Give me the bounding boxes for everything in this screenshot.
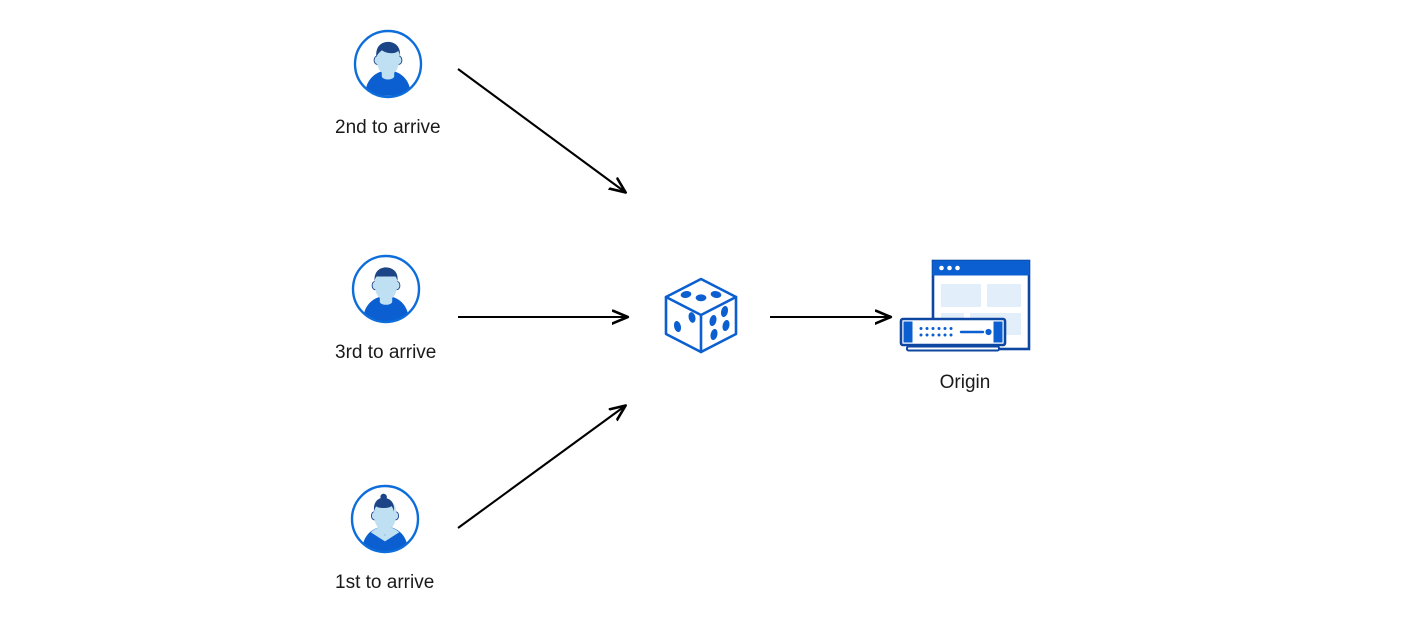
node-client-1st: 1st to arrive — [335, 483, 434, 595]
origin-server-icon — [897, 258, 1033, 358]
arrow-1st-to-dice — [457, 406, 625, 529]
server-indicator-dots — [919, 327, 953, 337]
node-client-2nd: 2nd to arrive — [335, 28, 441, 140]
node-client-3rd: 3rd to arrive — [335, 253, 436, 365]
user-avatar-icon — [352, 28, 424, 100]
user-avatar-icon — [349, 483, 421, 555]
user-avatar-icon — [350, 253, 422, 325]
node-label-client-1st: 1st to arrive — [335, 572, 435, 593]
dice-icon — [658, 272, 744, 358]
arrow-2nd-to-dice — [457, 68, 625, 192]
node-label-origin: Origin — [939, 372, 991, 393]
node-label-client-2nd: 2nd to arrive — [335, 117, 441, 138]
node-label-client-3rd: 3rd to arrive — [335, 342, 437, 363]
node-randomizer — [658, 272, 744, 358]
node-origin: Origin — [897, 258, 1033, 395]
server-device — [899, 317, 1007, 352]
